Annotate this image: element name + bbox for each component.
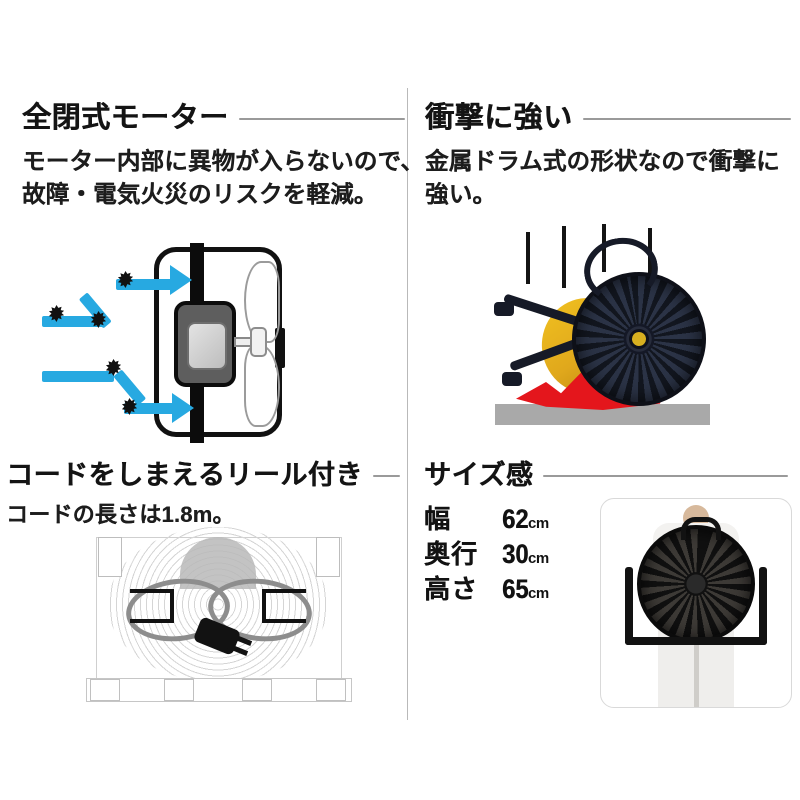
size-spec-unit: cm xyxy=(528,585,549,602)
airflow-segment xyxy=(124,403,176,414)
motion-line xyxy=(602,224,606,272)
fan-handle xyxy=(681,517,721,540)
reel-side-bracket xyxy=(316,537,340,577)
panel-title-impact-resistant: 衝撃に強い xyxy=(425,102,573,134)
motion-line xyxy=(526,232,530,284)
panel-heading-row: サイズ感 xyxy=(424,462,788,489)
panel-body-cord-reel: コードの長さは1.8m。 xyxy=(6,498,402,531)
size-spec-unit: cm xyxy=(528,515,549,532)
size-spec-value: 30 xyxy=(502,539,529,569)
airflow-segment xyxy=(42,371,114,382)
size-spec-value: 65 xyxy=(502,574,529,604)
cord-reel-diagram xyxy=(68,527,368,708)
panel-title-size: サイズ感 xyxy=(424,460,534,490)
panel-heading-row: 衝撃に強い xyxy=(425,104,791,133)
panel-heading-row: コードをしまえるリール付き xyxy=(6,462,400,489)
fan-stand-leg xyxy=(625,567,633,645)
size-spec-row: 奥行 30 cm xyxy=(424,534,790,569)
motion-line xyxy=(562,226,566,288)
panel-enclosed-motor: 全閉式モーター モーター内部に異物が入らないので、 故障・電気火災のリスクを軽減… xyxy=(22,104,424,211)
reel-base-foot xyxy=(316,679,346,701)
reel-base-foot xyxy=(90,679,120,701)
airflow-arrowhead xyxy=(172,393,194,423)
debris-particle-icon xyxy=(90,311,107,328)
fan-grille xyxy=(637,525,755,643)
body-line: 金属ドラム式の形状なので衝撃に xyxy=(425,148,780,174)
panel-size: サイズ感 幅 62 cm 奥行 30 cm 高さ 65 cm xyxy=(424,462,790,604)
size-spec-row: 幅 62 cm xyxy=(424,499,790,534)
size-spec-unit: cm xyxy=(528,550,549,567)
reel-base-foot xyxy=(242,679,272,701)
person-leg-divider xyxy=(693,623,699,707)
heading-rule xyxy=(543,474,788,477)
debris-particle-icon xyxy=(117,271,134,288)
motion-line xyxy=(648,228,652,278)
panel-body-impact-resistant: 金属ドラム式の形状なので衝撃に 強い。 xyxy=(425,145,793,211)
body-line: コードの長さは1.8m。 xyxy=(6,502,235,527)
housing-tab xyxy=(275,328,285,368)
panel-heading-row: 全閉式モーター xyxy=(22,104,405,133)
panel-title-enclosed-motor: 全閉式モーター xyxy=(22,102,229,134)
fan-drop-impact-illustration xyxy=(480,220,730,430)
reel-side-bracket xyxy=(98,537,122,577)
body-line: 強い。 xyxy=(425,181,497,207)
size-spec-label: 高さ xyxy=(424,574,479,604)
panel-title-cord-reel: コードをしまえるリール付き xyxy=(6,460,363,490)
debris-particle-icon xyxy=(121,398,138,415)
body-line: モーター内部に異物が入らないので、 xyxy=(22,148,424,174)
panel-impact-resistant: 衝撃に強い 金属ドラム式の形状なので衝撃に 強い。 xyxy=(425,104,793,211)
reel-base-frame xyxy=(86,678,352,702)
size-spec-value: 62 xyxy=(502,504,529,534)
fan-stand-leg xyxy=(759,567,767,645)
debris-particle-icon xyxy=(105,359,122,376)
body-line: 故障・電気火災のリスクを軽減。 xyxy=(22,181,378,207)
size-spec-label: 奥行 xyxy=(424,539,479,569)
heading-rule xyxy=(582,117,791,120)
size-spec-label: 幅 xyxy=(424,504,452,534)
panel-cord-reel: コードをしまえるリール付き コードの長さは1.8m。 xyxy=(6,462,402,531)
cord-tie-bracket xyxy=(262,589,306,623)
enclosed-motor-airflow-diagram xyxy=(42,243,307,443)
floor-surface xyxy=(495,404,710,425)
sealed-motor-housing xyxy=(174,301,236,387)
cord-tie-bracket xyxy=(130,589,174,623)
fan-hub xyxy=(250,327,267,357)
airflow-segment xyxy=(42,316,104,327)
panel-body-enclosed-motor: モーター内部に異物が入らないので、 故障・電気火災のリスクを軽減。 xyxy=(22,145,424,211)
fan-stand-base xyxy=(625,637,767,645)
size-spec-list: 幅 62 cm 奥行 30 cm 高さ 65 cm xyxy=(424,499,790,604)
debris-particle-icon xyxy=(48,305,65,322)
person-holding-fan-photo xyxy=(600,498,792,708)
carry-frame-foot xyxy=(494,302,514,316)
fan-blade-lower xyxy=(244,345,280,427)
airflow-segment xyxy=(116,279,174,290)
vertical-divider xyxy=(407,88,408,720)
reel-base-foot xyxy=(164,679,194,701)
carry-frame-foot xyxy=(502,372,522,386)
heading-rule xyxy=(238,117,405,120)
motor-core xyxy=(187,322,227,370)
airflow-arrowhead xyxy=(170,265,192,295)
fan-hub xyxy=(627,327,651,351)
size-spec-row: 高さ 65 cm xyxy=(424,569,790,604)
heading-rule xyxy=(372,474,400,477)
